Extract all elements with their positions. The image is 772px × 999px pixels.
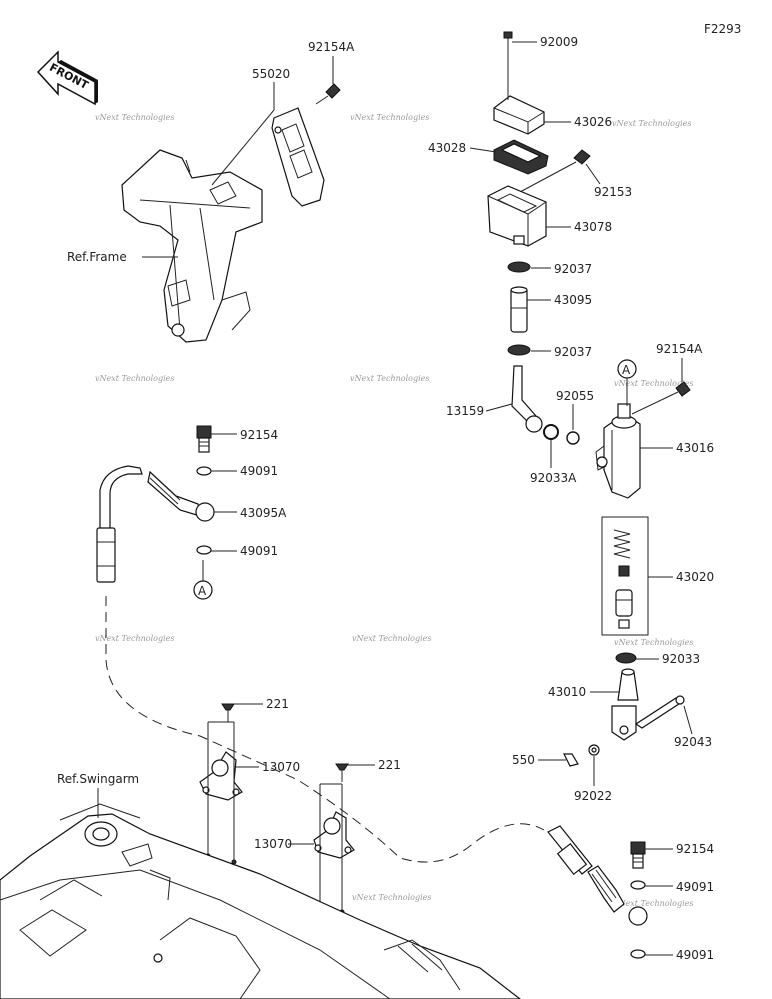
- washer-49091-l2: [196, 545, 212, 555]
- watermark-9: vNext Technologies: [614, 638, 693, 647]
- circlip-92033a: [543, 424, 559, 440]
- screw-92009: [503, 31, 513, 72]
- callout-92033a: 92033A: [530, 471, 577, 485]
- callout-49091-l2: 49091: [240, 544, 278, 558]
- bolt-92153: [519, 149, 591, 193]
- callout-49091-l1: 49091: [240, 464, 278, 478]
- callout-43028: 43028: [428, 141, 466, 155]
- bolt-92154a-mid: [631, 381, 691, 415]
- part-55020: [271, 107, 325, 207]
- part-43026-cap: [493, 72, 545, 135]
- callout-92033: 92033: [662, 652, 700, 666]
- brake-hose-left: [96, 465, 143, 583]
- swingarm: [0, 803, 521, 999]
- callout-92154a-top: 92154A: [308, 40, 355, 54]
- figure-code: F2293: [704, 22, 741, 36]
- cotter-pin-550: [563, 753, 579, 767]
- watermark-4: vNext Technologies: [95, 374, 174, 383]
- front-arrow-icon: FRONT: [36, 50, 98, 106]
- callout-550: 550: [512, 753, 535, 767]
- screw-221-b: [335, 763, 349, 782]
- clamp-92037-a: [507, 261, 531, 273]
- oring-92055: [566, 431, 580, 445]
- callout-43095: 43095: [554, 293, 592, 307]
- part-43078-reservoir: [487, 185, 547, 247]
- callout-92055: 92055: [556, 389, 594, 403]
- callout-49091-r1: 49091: [676, 880, 714, 894]
- callout-92154-left: 92154: [240, 428, 278, 442]
- bolt-92154-right: [630, 841, 646, 869]
- watermark-11: vNext Technologies: [352, 893, 431, 902]
- washer-49091-r2: [630, 949, 646, 959]
- washer-49091-l1: [196, 466, 212, 476]
- callout-43078: 43078: [574, 220, 612, 234]
- bolt-92154a-top: [315, 83, 341, 105]
- watermark-1: vNext Technologies: [95, 113, 174, 122]
- callout-92022: 92022: [574, 789, 612, 803]
- callout-13159: 13159: [446, 404, 484, 418]
- clamp-92037-b: [507, 344, 531, 356]
- callout-43020: 43020: [676, 570, 714, 584]
- callout-43026: 43026: [574, 115, 612, 129]
- clamp-13070-b: [313, 811, 355, 859]
- boot-92033: [615, 652, 637, 664]
- watermark-3: vNext Technologies: [612, 119, 691, 128]
- washer-92022: [588, 744, 600, 756]
- callout-92037-b: 92037: [554, 345, 592, 359]
- watermark-5: vNext Technologies: [350, 374, 429, 383]
- part-43028-diaphragm: [493, 139, 549, 175]
- callout-55020: 55020: [252, 67, 290, 81]
- hose-route: [105, 596, 545, 863]
- callout-49091-r2: 49091: [676, 948, 714, 962]
- callout-92037-a: 92037: [554, 262, 592, 276]
- callout-221-a: 221: [266, 697, 289, 711]
- ref-swingarm-label: Ref.Swingarm: [57, 772, 139, 786]
- pin-92043: [634, 695, 685, 729]
- brake-hose-right: [547, 825, 625, 913]
- callout-43016: 43016: [676, 441, 714, 455]
- master-cylinder-43016: [595, 403, 641, 499]
- fitting-13159: [511, 365, 543, 433]
- callout-43095a: 43095A: [240, 506, 287, 520]
- pushrod-43010: [611, 668, 639, 741]
- watermark-6: vNext Technologies: [614, 379, 693, 388]
- banjo-right: [628, 906, 648, 926]
- watermark-8: vNext Technologies: [352, 634, 431, 643]
- callout-13070-a: 13070: [262, 760, 300, 774]
- bolt-92154-left: [196, 425, 212, 453]
- callout-221-b: 221: [378, 758, 401, 772]
- screw-221-a: [221, 703, 235, 722]
- watermark-12: vNext Technologies: [614, 899, 693, 908]
- marker-a-left-text: A: [198, 584, 207, 598]
- callout-92009: 92009: [540, 35, 578, 49]
- marker-a-top-text: A: [622, 363, 631, 377]
- watermark-7: vNext Technologies: [95, 634, 174, 643]
- ref-frame-label: Ref.Frame: [67, 250, 127, 264]
- piston-kit-43020: [601, 516, 649, 636]
- clamp-13070-a: [199, 751, 243, 801]
- marker-a-top: A: [617, 359, 637, 406]
- marker-a-left: A: [193, 560, 213, 600]
- callout-13070-b: 13070: [254, 837, 292, 851]
- callout-92153: 92153: [594, 185, 632, 199]
- callout-92154a-mid: 92154A: [656, 342, 703, 356]
- hose-43095: [510, 286, 528, 333]
- banjo-43095a: [147, 470, 215, 522]
- callout-92154-right: 92154: [676, 842, 714, 856]
- callout-92043: 92043: [674, 735, 712, 749]
- watermark-2: vNext Technologies: [350, 113, 429, 122]
- callout-43010: 43010: [548, 685, 586, 699]
- washer-49091-r1: [630, 880, 646, 890]
- frame-bracket: [121, 149, 263, 343]
